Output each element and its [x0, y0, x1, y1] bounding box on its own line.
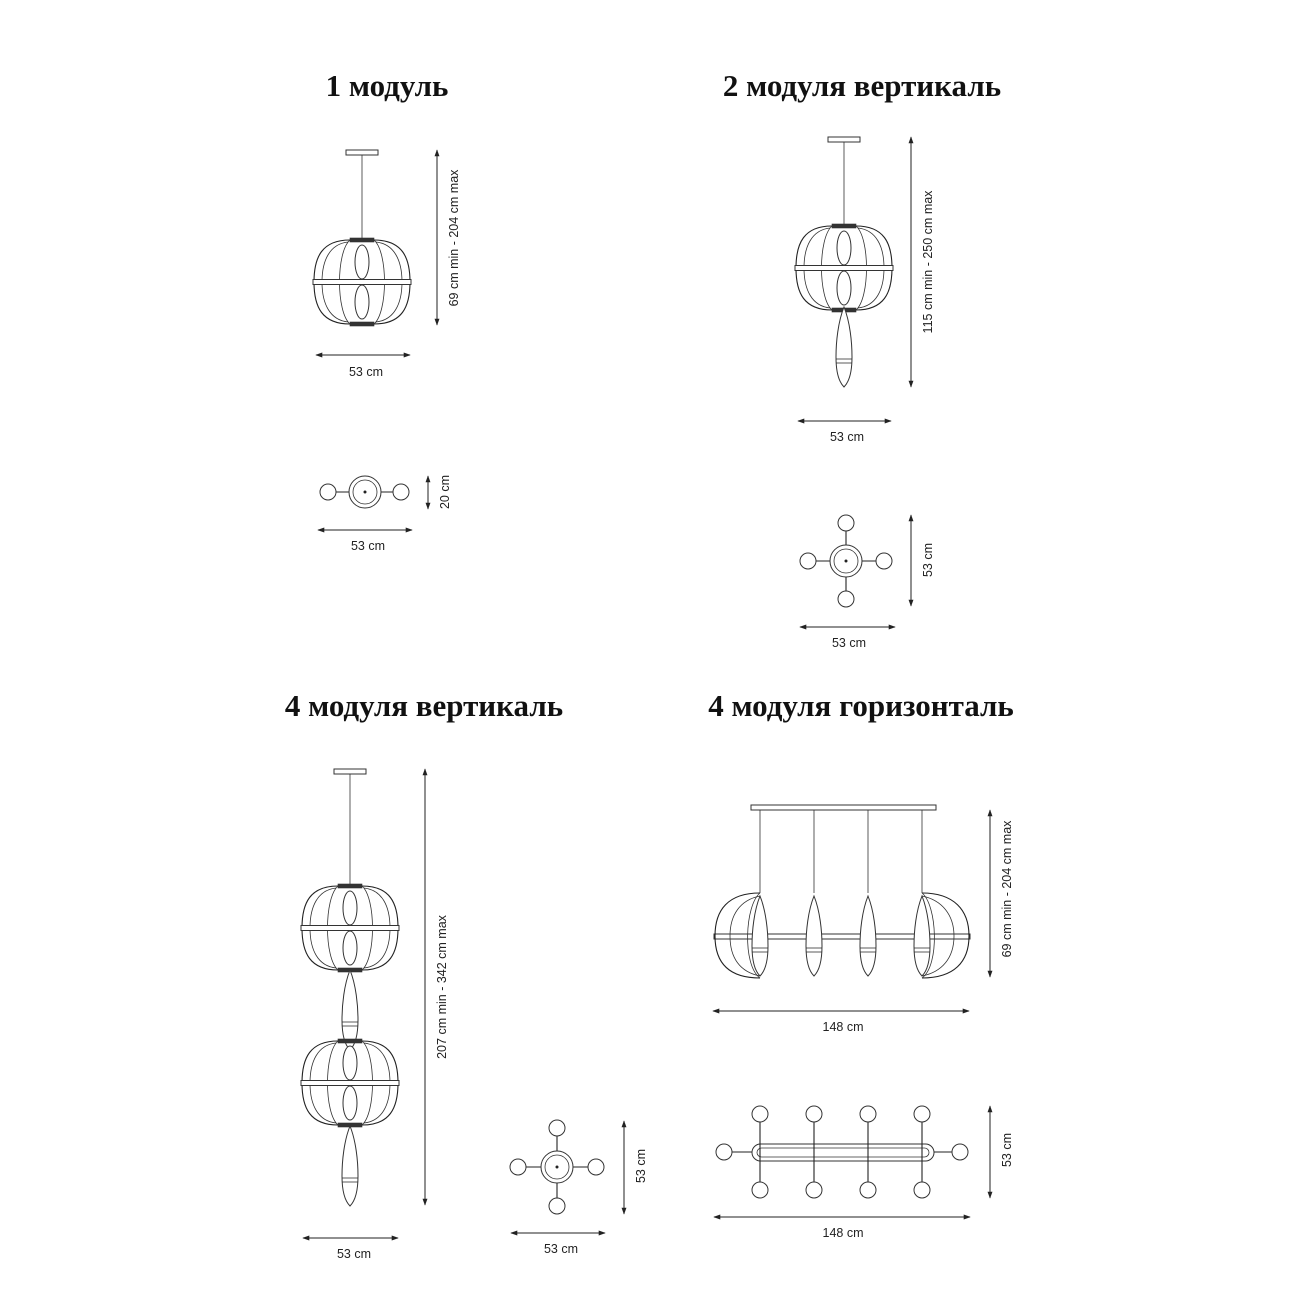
- four-vertical-top-width-label: 53 cm: [544, 1242, 578, 1256]
- two-vertical-width-label: 53 cm: [830, 430, 864, 444]
- title-four-vertical: 4 модуля вертикаль: [285, 688, 563, 723]
- title-one-module: 1 модуль: [326, 68, 449, 103]
- four-horizontal-width-label: 148 cm: [823, 1020, 864, 1034]
- four-vertical-side-view: 207 cm min - 342 cm max 53 cm: [300, 768, 449, 1261]
- two-vertical-depth-label: 53 cm: [921, 543, 935, 577]
- one-module-depth-label: 20 cm: [438, 475, 452, 509]
- one-module-top-width-label: 53 cm: [351, 539, 385, 553]
- four-vertical-height-label: 207 cm min - 342 cm max: [435, 914, 449, 1059]
- four-horizontal-height-label: 69 cm min - 204 cm max: [1000, 820, 1014, 958]
- four-horizontal-depth-label: 53 cm: [1000, 1133, 1014, 1167]
- one-module-side-view: 69 cm min - 204 cm max 53 cm: [312, 149, 461, 379]
- four-vertical-depth-label: 53 cm: [634, 1149, 648, 1183]
- four-horizontal-top-width-label: 148 cm: [823, 1226, 864, 1240]
- two-vertical-top-view: 53 cm 53 cm: [799, 514, 935, 650]
- one-module-top-view: 20 cm 53 cm: [317, 475, 452, 553]
- one-module-width-label: 53 cm: [349, 365, 383, 379]
- four-horizontal-top-view: 53 cm 148 cm: [713, 1105, 1014, 1240]
- two-vertical-height-label: 115 cm min - 250 cm max: [921, 190, 935, 334]
- title-two-vertical: 2 модуля вертикаль: [723, 68, 1001, 103]
- four-vertical-top-view: 53 cm 53 cm: [509, 1119, 648, 1256]
- two-vertical-side-view: 115 cm min - 250 cm max 53 cm: [794, 136, 935, 444]
- two-vertical-top-width-label: 53 cm: [832, 636, 866, 650]
- four-vertical-width-label: 53 cm: [337, 1247, 371, 1261]
- four-horizontal-side-view: 69 cm min - 204 cm max 148 cm: [712, 804, 1014, 1034]
- one-module-height-label: 69 cm min - 204 cm max: [447, 169, 461, 307]
- title-four-horizontal: 4 модуля горизонталь: [708, 688, 1014, 723]
